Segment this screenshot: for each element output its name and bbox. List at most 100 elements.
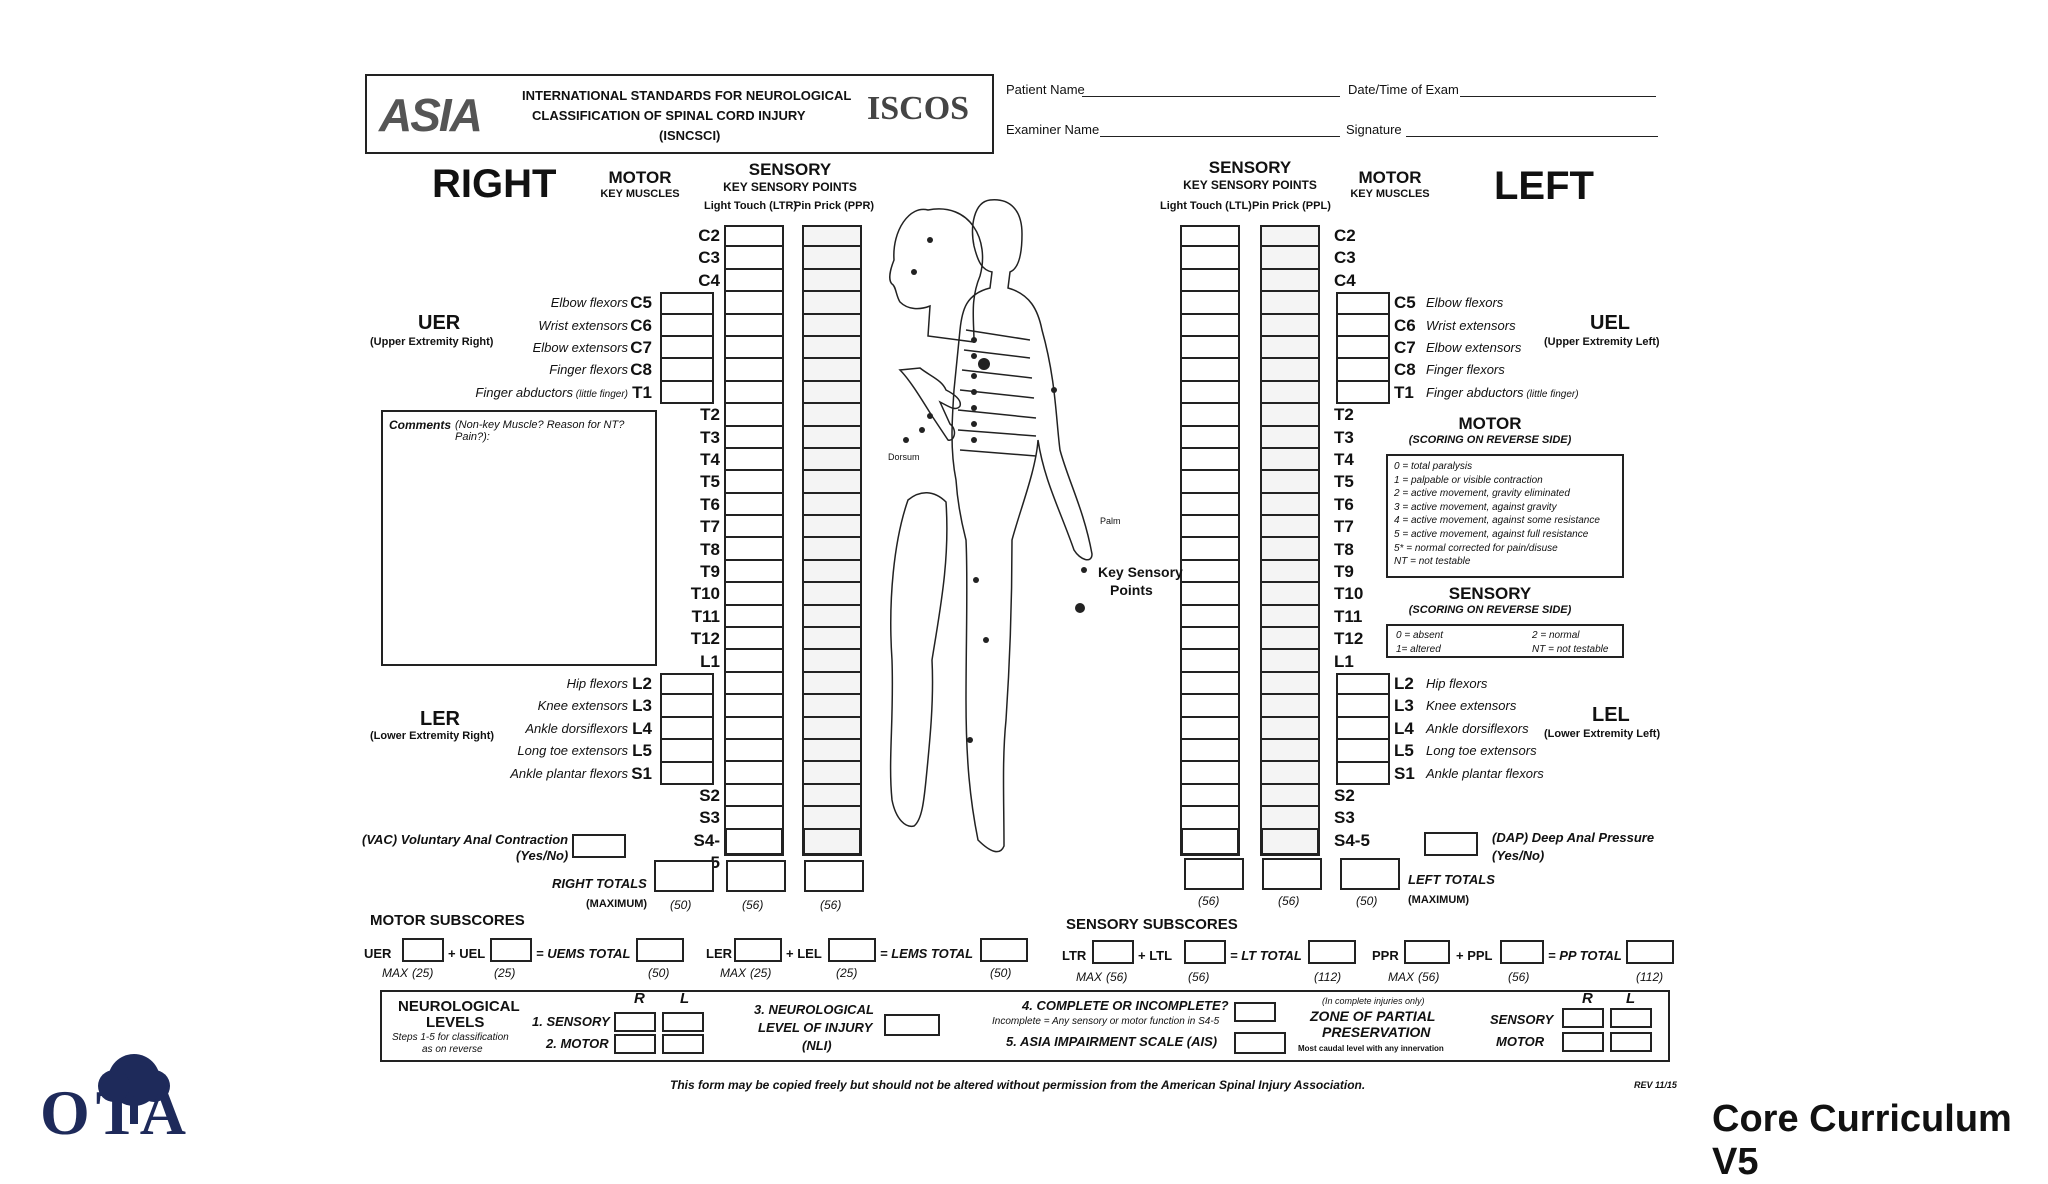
- ppl-cell-t10[interactable]: [1260, 583, 1320, 606]
- ltl-cell-t10[interactable]: [1180, 583, 1240, 606]
- ltr-cell-t12[interactable]: [724, 628, 784, 651]
- right-motor-cell-c6[interactable]: [660, 314, 714, 337]
- ltr-cell-t10[interactable]: [724, 583, 784, 606]
- ltr-cell-c7[interactable]: [724, 336, 784, 360]
- zpp-sensory-l[interactable]: [1610, 1008, 1652, 1028]
- ltl-cell-t3[interactable]: [1180, 426, 1240, 449]
- ms-lems-box[interactable]: [980, 938, 1028, 962]
- ltl-cell-s4-5[interactable]: [1180, 829, 1240, 856]
- ss-ltr-box[interactable]: [1092, 940, 1134, 964]
- right-motor-cell-t1[interactable]: [660, 381, 714, 405]
- ppr-cell-s3[interactable]: [802, 807, 862, 830]
- right-motor-cell-c8[interactable]: [660, 359, 714, 382]
- right-motor-cell-l3[interactable]: [660, 695, 714, 718]
- ppl-cell-s3[interactable]: [1260, 807, 1320, 830]
- ltl-cell-t11[interactable]: [1180, 605, 1240, 629]
- ltl-cell-s1[interactable]: [1180, 762, 1240, 785]
- ss-ppl-box[interactable]: [1500, 940, 1544, 964]
- ppr-cell-c6[interactable]: [802, 314, 862, 337]
- left-motor-cell-l2[interactable]: [1336, 673, 1390, 696]
- ltl-cell-l5[interactable]: [1180, 739, 1240, 763]
- left-motor-cell-l4[interactable]: [1336, 717, 1390, 741]
- ppr-cell-t8[interactable]: [802, 538, 862, 561]
- ltr-cell-t3[interactable]: [724, 426, 784, 449]
- ltr-cell-l4[interactable]: [724, 717, 784, 740]
- right-motor-cell-c7[interactable]: [660, 336, 714, 360]
- right-motor-cell-l4[interactable]: [660, 717, 714, 741]
- ppl-cell-c2[interactable]: [1260, 225, 1320, 248]
- ltr-cell-s3[interactable]: [724, 807, 784, 830]
- ppl-cell-c6[interactable]: [1260, 314, 1320, 337]
- ppl-cell-s2[interactable]: [1260, 784, 1320, 808]
- ltl-cell-t7[interactable]: [1180, 516, 1240, 539]
- ltl-cell-l1[interactable]: [1180, 650, 1240, 673]
- ltr-cell-c4[interactable]: [724, 269, 784, 293]
- ltr-cell-t2[interactable]: [724, 404, 784, 427]
- ltl-cell-l2[interactable]: [1180, 672, 1240, 696]
- left-ltl-total[interactable]: [1184, 858, 1244, 890]
- dap-box[interactable]: [1424, 832, 1478, 856]
- ltl-cell-c8[interactable]: [1180, 359, 1240, 382]
- ltr-cell-l5[interactable]: [724, 739, 784, 763]
- ltl-cell-c5[interactable]: [1180, 292, 1240, 315]
- ltr-cell-l1[interactable]: [724, 650, 784, 673]
- ltr-cell-c8[interactable]: [724, 359, 784, 382]
- ppl-cell-l4[interactable]: [1260, 717, 1320, 740]
- ppl-cell-s1[interactable]: [1260, 762, 1320, 785]
- zpp-sensory-r[interactable]: [1562, 1008, 1604, 1028]
- ppl-cell-t11[interactable]: [1260, 605, 1320, 629]
- ppl-cell-l1[interactable]: [1260, 650, 1320, 673]
- ppr-cell-l4[interactable]: [802, 717, 862, 740]
- ss-lt-box[interactable]: [1308, 940, 1356, 964]
- ltl-cell-t12[interactable]: [1180, 628, 1240, 651]
- ppr-cell-c3[interactable]: [802, 247, 862, 270]
- ppl-cell-c5[interactable]: [1260, 292, 1320, 315]
- ppl-cell-t7[interactable]: [1260, 516, 1320, 539]
- left-motor-total[interactable]: [1340, 858, 1400, 890]
- signature-line[interactable]: [1406, 136, 1658, 137]
- zpp-motor-l[interactable]: [1610, 1032, 1652, 1052]
- ltr-cell-c2[interactable]: [724, 225, 784, 248]
- ppr-cell-c5[interactable]: [802, 292, 862, 315]
- ltr-cell-t7[interactable]: [724, 516, 784, 539]
- ltl-cell-c4[interactable]: [1180, 269, 1240, 293]
- ltl-cell-l3[interactable]: [1180, 695, 1240, 718]
- left-motor-cell-s1[interactable]: [1336, 762, 1390, 785]
- ppl-cell-t1[interactable]: [1260, 381, 1320, 405]
- ltl-cell-s3[interactable]: [1180, 807, 1240, 830]
- ppr-cell-s2[interactable]: [802, 784, 862, 808]
- ppl-cell-c4[interactable]: [1260, 269, 1320, 293]
- ms-uel-box[interactable]: [490, 938, 532, 962]
- ltr-cell-c5[interactable]: [724, 292, 784, 315]
- ppl-cell-c7[interactable]: [1260, 336, 1320, 360]
- ppr-cell-c8[interactable]: [802, 359, 862, 382]
- ppr-cell-l5[interactable]: [802, 739, 862, 763]
- ppr-cell-s1[interactable]: [802, 762, 862, 785]
- ltl-cell-t9[interactable]: [1180, 560, 1240, 584]
- ltr-cell-t4[interactable]: [724, 448, 784, 472]
- ltl-cell-t5[interactable]: [1180, 471, 1240, 494]
- ss-ltl-box[interactable]: [1184, 940, 1226, 964]
- ppr-cell-t1[interactable]: [802, 381, 862, 405]
- ppr-cell-c2[interactable]: [802, 225, 862, 248]
- left-motor-cell-l3[interactable]: [1336, 695, 1390, 718]
- ppr-cell-l2[interactable]: [802, 672, 862, 696]
- ltl-cell-c3[interactable]: [1180, 247, 1240, 270]
- ppl-cell-t3[interactable]: [1260, 426, 1320, 449]
- ltr-cell-t6[interactable]: [724, 493, 784, 517]
- ppl-cell-l3[interactable]: [1260, 695, 1320, 718]
- ltl-cell-l4[interactable]: [1180, 717, 1240, 740]
- ltl-cell-c6[interactable]: [1180, 314, 1240, 337]
- ppl-cell-t5[interactable]: [1260, 471, 1320, 494]
- ltr-cell-s4-5[interactable]: [724, 829, 784, 856]
- ppr-cell-l3[interactable]: [802, 695, 862, 718]
- ltl-cell-t4[interactable]: [1180, 448, 1240, 472]
- ppr-cell-t3[interactable]: [802, 426, 862, 449]
- ppr-cell-t10[interactable]: [802, 583, 862, 606]
- ltr-cell-t9[interactable]: [724, 560, 784, 584]
- vac-box[interactable]: [572, 834, 626, 858]
- ppr-cell-t7[interactable]: [802, 516, 862, 539]
- ppl-cell-l5[interactable]: [1260, 739, 1320, 763]
- nl-motor-l[interactable]: [662, 1034, 704, 1054]
- ppl-cell-t6[interactable]: [1260, 493, 1320, 517]
